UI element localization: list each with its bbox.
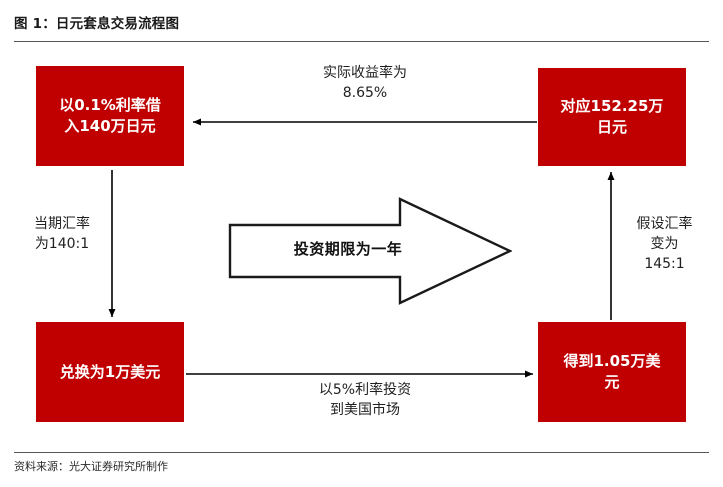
edge-right-label: 假设汇率 变为 145:1 [617, 215, 712, 275]
edge-top-label: 实际收益率为 8.65% [250, 64, 480, 104]
node-convert-usd[interactable]: 兑换为1万美元 [36, 322, 184, 422]
edge-top-label-line1: 实际收益率为 [323, 65, 407, 81]
edge-bottom-label-line2: 到美国市场 [330, 401, 400, 418]
footer-divider [14, 452, 709, 453]
edge-left-label-line1: 当期汇率 [34, 216, 90, 232]
block-arrow-label: 投资期限为一年 [293, 240, 403, 258]
node-convert-usd-line1: 兑换为1万美元 [59, 362, 161, 381]
node-borrow-jpy-line1: 以0.1%利率借 [59, 96, 161, 115]
header-divider [14, 41, 709, 42]
node-receive-usd-line2: 元 [604, 373, 620, 391]
node-borrow-jpy-line2: 入140万日元 [64, 117, 156, 135]
node-repay-jpy-line2: 日元 [596, 118, 627, 136]
page-title: 图 1：日元套息交易流程图 [14, 16, 180, 32]
edge-bottom-label-line1: 以5%利率投资 [318, 382, 412, 398]
node-receive-usd[interactable]: 得到1.05万美 元 [538, 322, 686, 422]
edge-right-label-line3: 145:1 [644, 255, 685, 272]
investment-horizon-block-arrow [228, 197, 512, 305]
edge-right-label-line2: 变为 [650, 235, 679, 252]
edge-right-label-line1: 假设汇率 [636, 216, 693, 232]
node-borrow-jpy[interactable]: 以0.1%利率借 入140万日元 [36, 66, 184, 166]
node-receive-usd-line1: 得到1.05万美 [563, 352, 661, 371]
edge-top-label-line2: 8.65% [342, 84, 388, 101]
edge-bottom-label: 以5%利率投资 到美国市场 [250, 381, 480, 421]
edge-left-label-line2: 为140:1 [34, 235, 90, 252]
node-repay-jpy-line1: 对应152.25万 [560, 97, 664, 116]
source-note: 资料来源：光大证券研究所制作 [14, 460, 168, 473]
edge-left-label: 当期汇率 为140:1 [16, 215, 108, 255]
node-repay-jpy[interactable]: 对应152.25万 日元 [538, 68, 686, 166]
